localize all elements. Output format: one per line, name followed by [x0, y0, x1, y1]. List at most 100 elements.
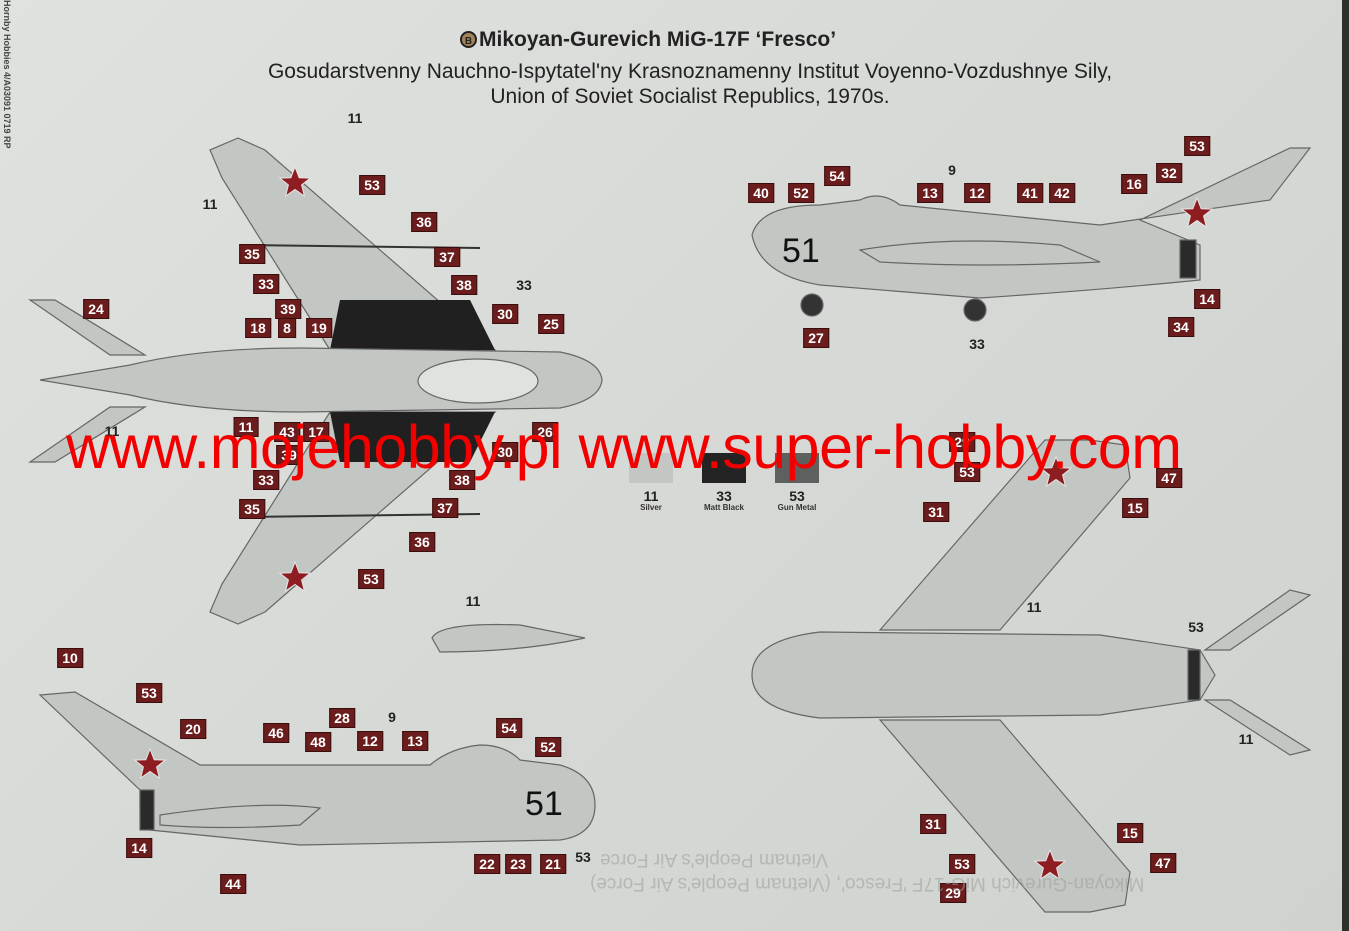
callout-right-side-view: 34: [1168, 317, 1194, 337]
underside-lower-wing: [878, 719, 1131, 913]
callout-top-view: 19: [306, 318, 332, 338]
callout-top-view: 25: [538, 314, 564, 334]
callout-top-view: 38: [451, 275, 477, 295]
callout-top-view: 35: [239, 244, 265, 264]
callout-left-side-view: 44: [220, 874, 246, 894]
callout-top-view: 37: [432, 498, 458, 518]
watermark: www.mojehobby.pl www.super-hobby.com: [66, 413, 1182, 481]
callout-left-side-view: 54: [496, 718, 522, 738]
subtitle-country: Union of Soviet Socialist Republics, 197…: [490, 85, 890, 108]
paint-number: 53: [789, 488, 805, 504]
left-side-view-aircraft: [38, 691, 596, 846]
swatch-silver: [629, 453, 673, 483]
callout-right-side-view: 12: [964, 183, 990, 203]
callout-top-view: 11: [202, 196, 218, 212]
callout-left-side-view: 53: [575, 849, 591, 865]
callout-left-side-view: 14: [126, 838, 152, 858]
callout-left-side-view: 23: [505, 854, 531, 874]
scheme-badge: B: [460, 31, 477, 48]
callout-right-side-view: 52: [788, 183, 814, 203]
callout-top-view: 53: [358, 569, 384, 589]
callout-left-side-view: 28: [329, 708, 355, 728]
callout-right-side-view: 54: [824, 166, 850, 186]
callout-top-view: 33: [516, 277, 532, 293]
callout-underside-view: 15: [1117, 823, 1143, 843]
callout-top-view: 43: [274, 422, 300, 442]
paint-name: Matt Black: [703, 503, 745, 512]
callout-top-view: 33: [253, 274, 279, 294]
underside-view-aircraft: [751, 439, 1312, 913]
callout-right-side-view: 53: [1184, 136, 1210, 156]
callout-top-view: 36: [409, 532, 435, 552]
aircraft-number-left: 51: [525, 785, 563, 823]
paint-name: Gun Metal: [777, 503, 817, 512]
callout-left-side-view: 21: [540, 854, 566, 874]
aircraft-number-right: 51: [782, 232, 820, 270]
callout-top-view: 11: [104, 423, 120, 439]
underside-upper-wing: [878, 439, 1131, 631]
underside-fuselage: [751, 631, 1216, 719]
callout-top-view: 33: [253, 470, 279, 490]
callout-top-view: 11: [347, 110, 363, 126]
callout-top-view: 36: [411, 212, 437, 232]
callout-underside-view: 53: [954, 462, 980, 482]
paint-name: Silver: [640, 503, 662, 512]
callout-underside-view: 47: [1156, 468, 1182, 488]
callout-right-side-view: 42: [1049, 183, 1075, 203]
callout-underside-view: 53: [949, 854, 975, 874]
bleed-through-text: Vietnam People's Air Force: [600, 849, 829, 870]
swatch-gun-metal: [775, 453, 819, 483]
right-side-view-aircraft: [751, 147, 1312, 322]
callout-top-view: 11: [233, 417, 259, 437]
callout-left-side-view: 9: [388, 709, 396, 725]
callout-top-view: 30: [492, 442, 518, 462]
scan-edge: [1342, 0, 1349, 931]
callout-top-view: 18: [245, 318, 271, 338]
callout-left-side-view: 46: [263, 723, 289, 743]
callout-left-side-view: 13: [402, 731, 428, 751]
callout-top-view: 24: [83, 299, 109, 319]
callout-underside-view: 29: [949, 432, 975, 452]
callout-top-view: 35: [239, 499, 265, 519]
paint-number: 33: [716, 488, 732, 504]
drop-tank: [431, 623, 586, 653]
callout-top-view: 8: [278, 318, 296, 338]
callout-underside-view: 15: [1122, 498, 1148, 518]
left-fuselage: [38, 691, 596, 846]
callout-right-side-view: 9: [948, 162, 956, 178]
callout-left-side-view: 20: [180, 719, 206, 739]
callout-underside-view: 29: [940, 883, 966, 903]
top-tailplane-lower: [28, 406, 148, 463]
swatch-matt-black: [702, 453, 746, 483]
callout-right-side-view: 13: [917, 183, 943, 203]
callout-top-view: 37: [434, 247, 460, 267]
paint-number: 11: [643, 488, 659, 504]
callout-left-side-view: 12: [357, 731, 383, 751]
callout-right-side-view: 32: [1156, 163, 1182, 183]
callout-underside-view: 53: [1188, 619, 1204, 635]
callout-underside-view: 31: [920, 814, 946, 834]
callout-right-side-view: 41: [1017, 183, 1043, 203]
callout-top-view: 53: [359, 175, 385, 195]
callout-right-side-view: 14: [1194, 289, 1220, 309]
callout-top-view: 11: [465, 593, 481, 609]
callout-top-view: 30: [492, 304, 518, 324]
callout-underside-view: 47: [1150, 853, 1176, 873]
bleed-through-text: Mikoyan-Gurevich MiG-17F 'Fresco', (Viet…: [590, 873, 1145, 894]
callout-left-side-view: 52: [535, 737, 561, 757]
callout-top-view: 17: [303, 422, 329, 442]
top-tailplane-upper: [28, 299, 148, 356]
callout-top-view: 26: [532, 422, 558, 442]
callout-top-view: 39: [276, 445, 302, 465]
callout-right-side-view: 16: [1121, 174, 1147, 194]
callout-top-view: 39: [275, 299, 301, 319]
callout-left-side-view: 48: [305, 732, 331, 752]
callout-underside-view: 11: [1026, 599, 1042, 615]
callout-right-side-view: 33: [969, 336, 985, 352]
title-text: Mikoyan-Gurevich MiG-17F ‘Fresco’: [479, 28, 837, 51]
callout-underside-view: 11: [1238, 731, 1254, 747]
top-view-aircraft: [28, 137, 603, 653]
callout-underside-view: 31: [923, 502, 949, 522]
